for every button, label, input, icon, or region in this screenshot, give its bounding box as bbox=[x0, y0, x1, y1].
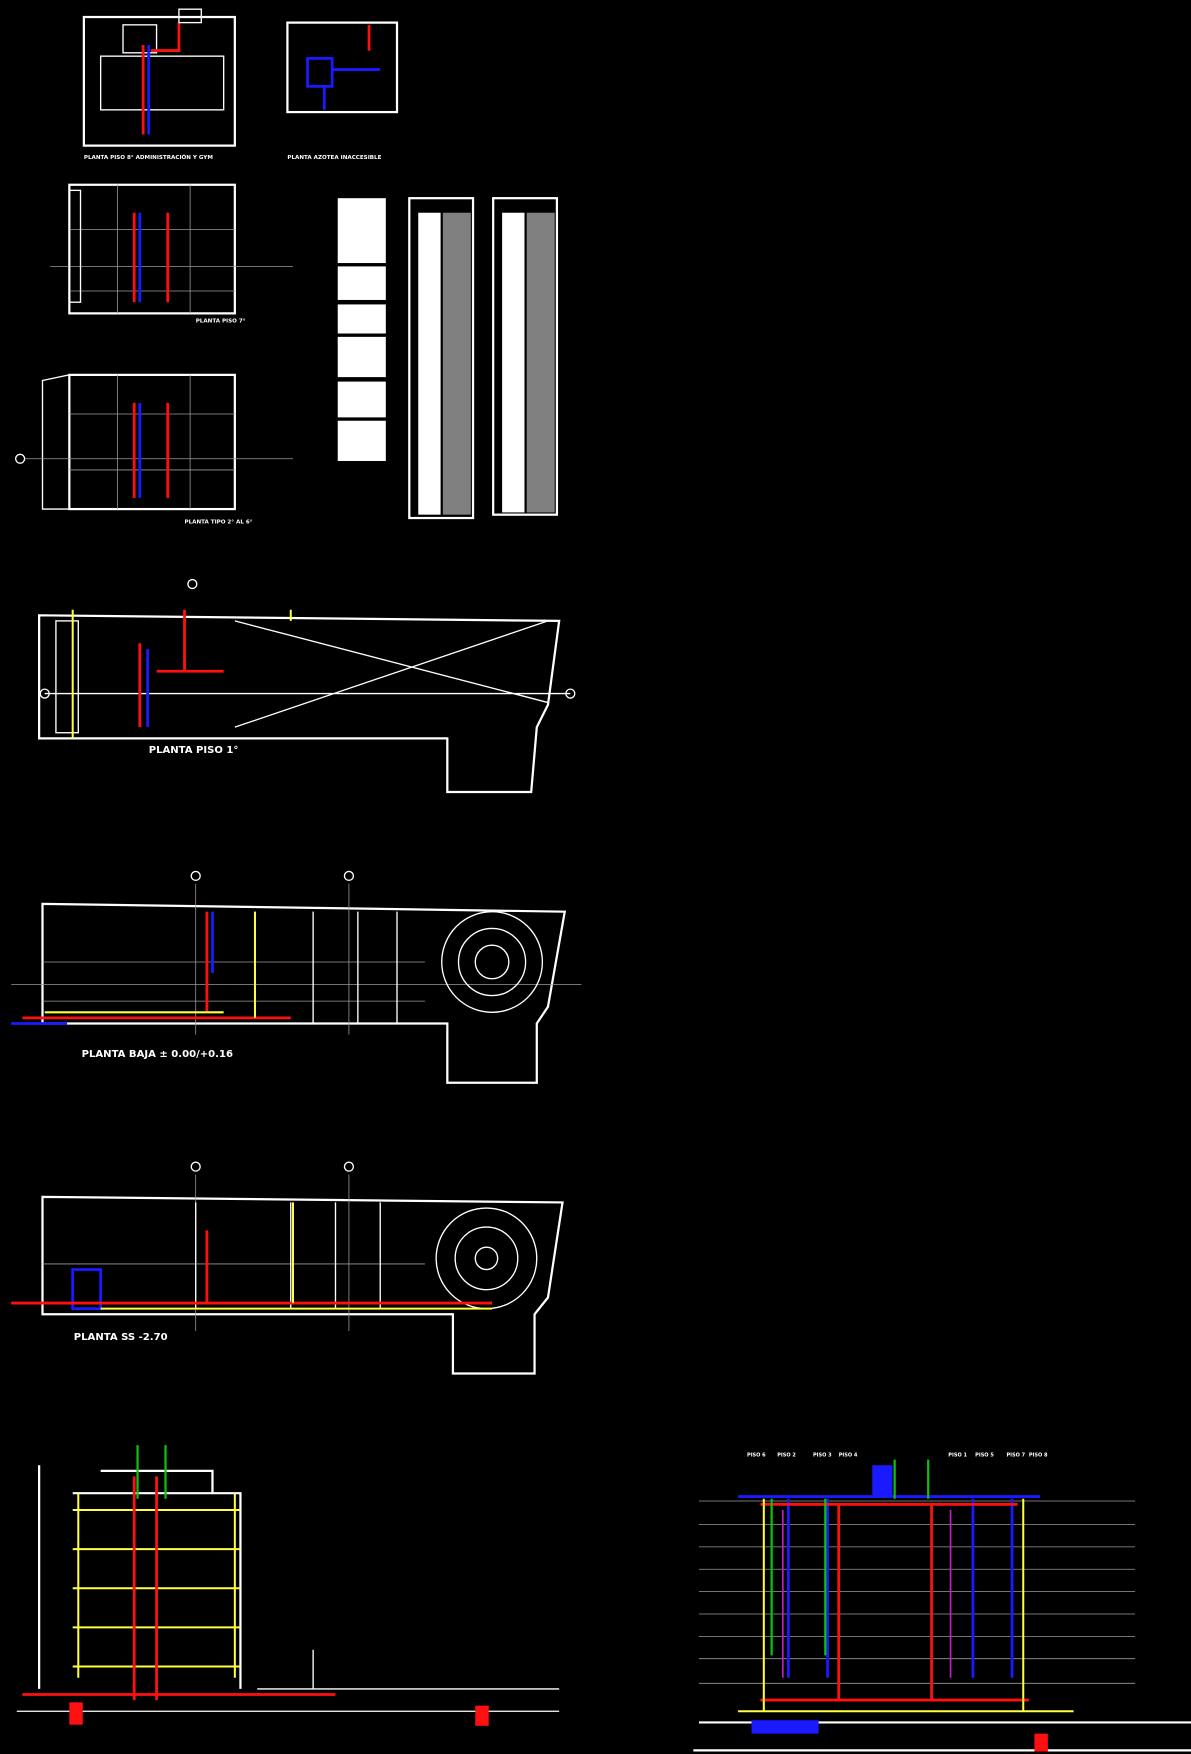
plan-tipo: PLANTA TIPO 2° AL 6° bbox=[14, 373, 293, 526]
section-left bbox=[16, 1445, 560, 1726]
riser-label: PISO 3 bbox=[813, 1452, 832, 1458]
label-tipo: PLANTA TIPO 2° AL 6° bbox=[185, 520, 253, 526]
riser-label: PISO 2 bbox=[777, 1452, 796, 1458]
riser-label: PISO 6 bbox=[747, 1452, 766, 1458]
plan-piso-7: PLANTA PISO 7° bbox=[50, 183, 293, 324]
label-planta-baja: PLANTA BAJA ± 0.00/+0.16 bbox=[82, 1049, 233, 1060]
schedule-tables bbox=[337, 197, 559, 520]
riser-label: PISO 5 bbox=[975, 1452, 994, 1458]
label-azotea: PLANTA AZOTEA INACCESIBLE bbox=[287, 155, 381, 161]
label-piso-1: PLANTA PISO 1° bbox=[149, 745, 239, 756]
plan-piso-8: PLANTA PISO 8° ADMINISTRACIÓN Y GYM bbox=[82, 8, 236, 161]
plan-subsuelo: PLANTA SS -2.70 bbox=[11, 1161, 564, 1375]
label-piso-8: PLANTA PISO 8° ADMINISTRACIÓN Y GYM bbox=[84, 154, 213, 161]
plan-planta-baja: PLANTA BAJA ± 0.00/+0.16 bbox=[11, 870, 582, 1084]
riser-label: PISO 4 bbox=[839, 1452, 858, 1458]
riser-label: PISO 7 bbox=[1006, 1452, 1025, 1458]
riser-label: PISO 1 bbox=[948, 1452, 967, 1458]
plan-azotea: PLANTA AZOTEA INACCESIBLE bbox=[286, 21, 399, 161]
plan-piso-1: PLANTA PISO 1° bbox=[38, 578, 576, 794]
label-piso-7: PLANTA PISO 7° bbox=[196, 318, 246, 324]
riser-label: PISO 8 bbox=[1029, 1452, 1048, 1458]
label-subsuelo: PLANTA SS -2.70 bbox=[74, 1332, 168, 1343]
riser-diagram: PISO 6 PISO 2 PISO 3 PISO 4 PISO 1 PISO … bbox=[693, 1452, 1191, 1752]
